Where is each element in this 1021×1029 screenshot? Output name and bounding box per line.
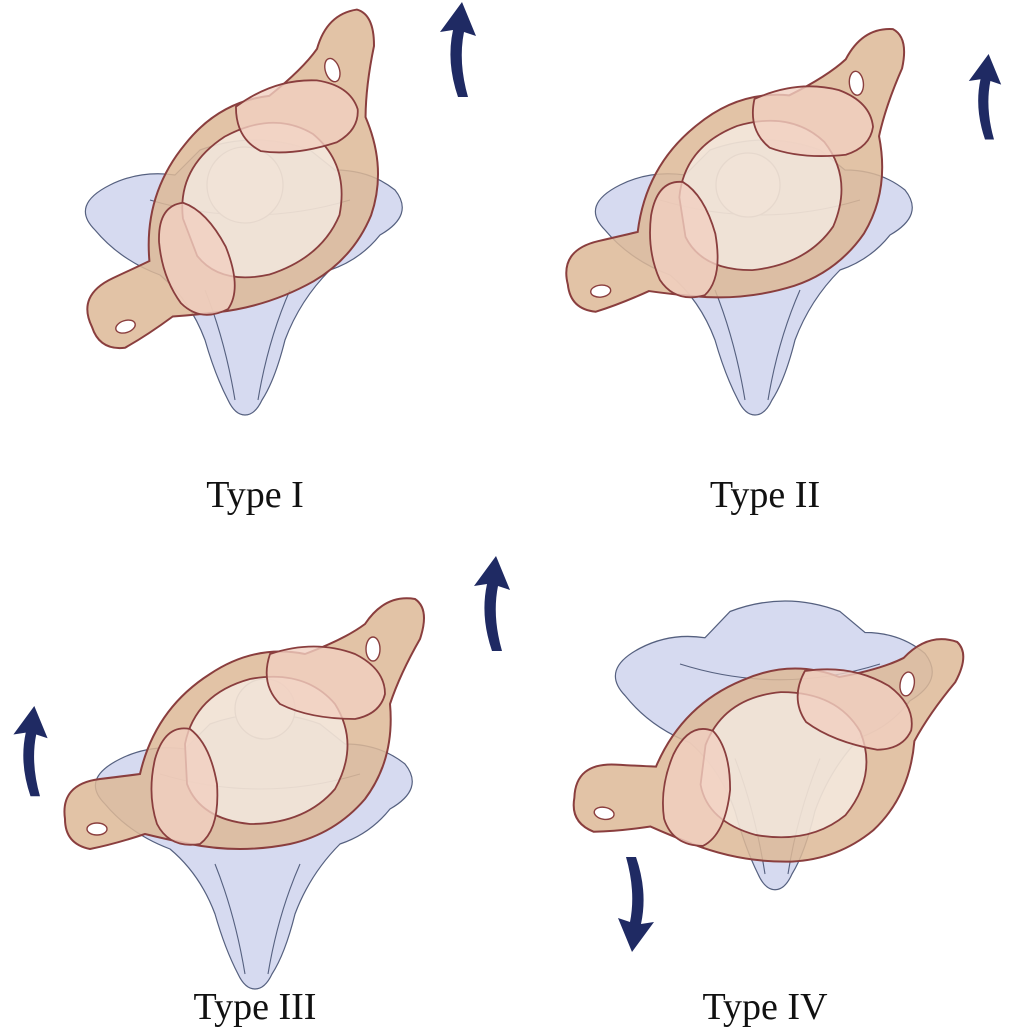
- curved-arrow-icon: [440, 2, 476, 97]
- panel-type-2: Type II: [510, 0, 1020, 514]
- caption-type-4: Type IV: [702, 986, 828, 1028]
- type-3-illustration: [13, 556, 510, 990]
- curved-arrow-icon: [13, 706, 48, 797]
- curved-arrow-icon: [968, 54, 1002, 140]
- type-4-illustration: [567, 579, 968, 952]
- panel-type-4: Type IV: [510, 514, 1020, 1028]
- caption-type-3: Type III: [193, 986, 317, 1028]
- curved-arrow-icon: [474, 556, 510, 651]
- caption-type-1: Type I: [206, 474, 304, 516]
- panel-type-3: Type III: [0, 514, 510, 1028]
- type-1-illustration: [22, 2, 476, 416]
- caption-type-2: Type II: [709, 474, 821, 516]
- panel-type-1: Type I: [0, 0, 510, 514]
- curved-arrow-icon: [618, 857, 654, 952]
- atlas-vertebra: [543, 26, 930, 316]
- type-2-illustration: [543, 26, 1002, 416]
